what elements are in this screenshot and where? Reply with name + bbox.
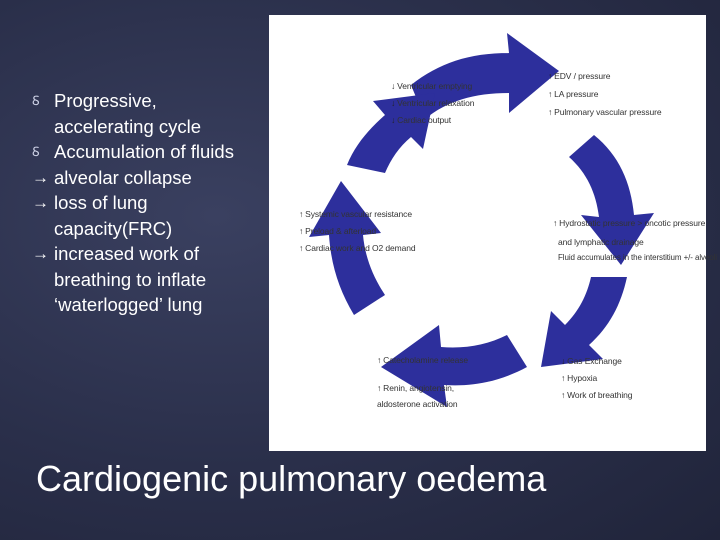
label-aldosterone: aldosterone activation: [377, 399, 458, 409]
cycle-arrow-bottom: [381, 325, 527, 407]
bullet-text: Progressive,: [54, 90, 157, 111]
cycle-arrow-left: [309, 181, 385, 315]
cycle-arrow-right-lower: [541, 277, 627, 367]
cycle-arrow-top-left: [347, 93, 435, 173]
bullet-text: increased work of: [54, 243, 199, 264]
bullet-text: loss of lung: [54, 192, 148, 213]
bullet-text: breathing to inflate: [54, 268, 207, 290]
label-hydrostatic-pressure: ↑Hydrostatic pressure > oncotic pressure: [553, 218, 706, 228]
bullet-text: capacity(FRC): [54, 217, 173, 239]
label-cardiac-output: ↓Cardiac output: [391, 115, 452, 125]
cycle-arrow-top: [411, 33, 559, 119]
label-work-of-breathing: ↑Work of breathing: [561, 390, 633, 400]
label-ventricular-relaxation: ↓Ventricular relaxation: [391, 98, 475, 108]
bullet-item: → loss of lung capacity(FRC): [32, 190, 272, 241]
label-cardiac-work-o2: ↑Cardiac work and O2 demand: [299, 243, 416, 253]
cycle-arrow-right-upper: [569, 135, 654, 265]
label-catecholamine-release: ↑Catecholamine release: [377, 355, 468, 365]
bullet-item: Ꟙ Progressive, accelerating cycle: [32, 88, 272, 139]
cycle-diagram: ↓Ventricular emptying ↓Ventricular relax…: [269, 15, 717, 451]
bullet-text: alveolar collapse: [54, 166, 192, 188]
arrow-marker-icon: →: [32, 167, 49, 187]
label-hypoxia: ↑Hypoxia: [561, 373, 598, 383]
label-renin: ↑Renin, angiotensin,: [377, 383, 455, 393]
bullet-text: ‘waterlogged’ lung: [54, 294, 203, 315]
arrow-marker-icon: →: [32, 244, 49, 263]
bullet-marker-icon: Ꟙ: [32, 93, 40, 108]
bullet-item: → alveolar collapse: [32, 165, 272, 191]
bullet-item: → increased work of breathing to inflate…: [32, 241, 272, 318]
bullet-text: Accumulation of fluids: [54, 141, 234, 162]
label-lymphatic-drainage: and lymphatic drainage: [558, 237, 644, 247]
label-ventricular-emptying: ↓Ventricular emptying: [391, 81, 473, 91]
bullet-text: accelerating cycle: [54, 115, 202, 137]
slide-title: Cardiogenic pulmonary oedema: [36, 458, 547, 499]
bullet-list: Ꟙ Progressive, accelerating cycle Ꟙ Accu…: [32, 88, 272, 318]
label-gas-exchange: ↓Gas Exchange: [561, 356, 622, 366]
label-la-pressure: ↑LA pressure: [548, 89, 599, 99]
bullet-item: Ꟙ Accumulation of fluids: [32, 139, 272, 165]
cycle-arrows: [309, 33, 654, 407]
arrow-marker-icon: →: [32, 193, 49, 212]
label-pulmonary-vascular-pressure: ↑Pulmonary vascular pressure: [548, 107, 662, 117]
label-edv-pressure: ↑EDV / pressure: [548, 71, 611, 81]
label-preload-afterload: ↑Preload & afterload: [299, 226, 377, 236]
label-fluid-accumulates: Fluid accumulates in the interstitium +/…: [558, 253, 717, 262]
label-systemic-vascular-resistance: ↑Systemic vascular resistance: [299, 209, 412, 219]
bullet-marker-icon: Ꟙ: [32, 144, 40, 159]
